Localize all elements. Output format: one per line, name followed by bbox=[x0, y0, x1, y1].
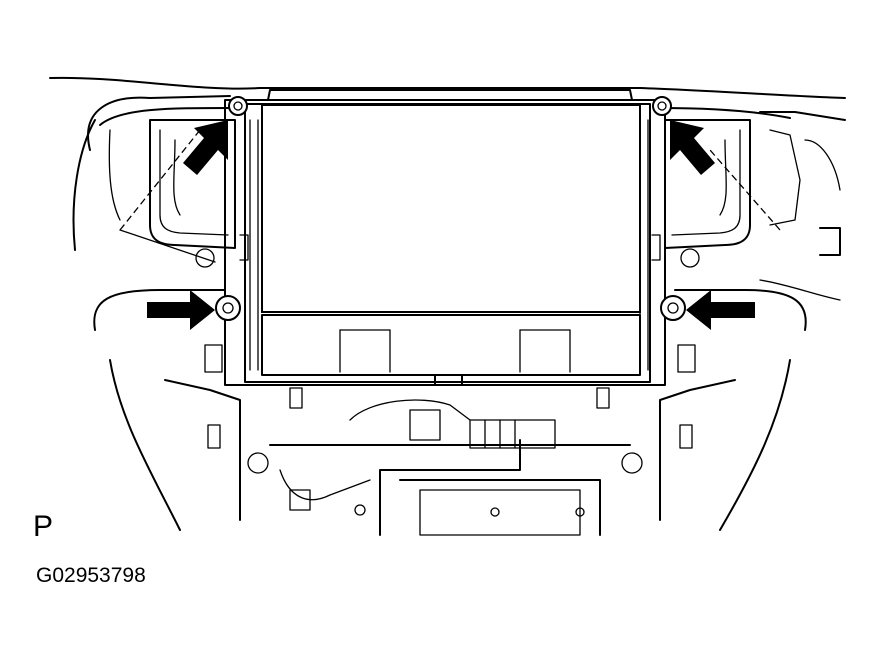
guide-lines bbox=[119, 129, 781, 231]
right-air-vent bbox=[664, 119, 841, 301]
view-label: P bbox=[33, 510, 54, 543]
display-unit bbox=[224, 89, 666, 386]
dashboard-outline bbox=[49, 76, 846, 251]
lower-left-bolt bbox=[215, 295, 241, 321]
upper-right-clip bbox=[652, 96, 672, 116]
figure-code: G02953798 bbox=[36, 564, 146, 587]
lower-right-bolt-arrow bbox=[686, 290, 755, 330]
upper-right-fastener-arrow bbox=[670, 120, 715, 175]
upper-left-clip bbox=[228, 96, 248, 116]
left-air-vent bbox=[108, 119, 236, 268]
lower-left-bolt-arrow bbox=[147, 290, 215, 330]
upper-left-fastener-arrow bbox=[183, 120, 228, 175]
lower-right-bolt bbox=[660, 295, 686, 321]
center-console bbox=[93, 289, 807, 536]
